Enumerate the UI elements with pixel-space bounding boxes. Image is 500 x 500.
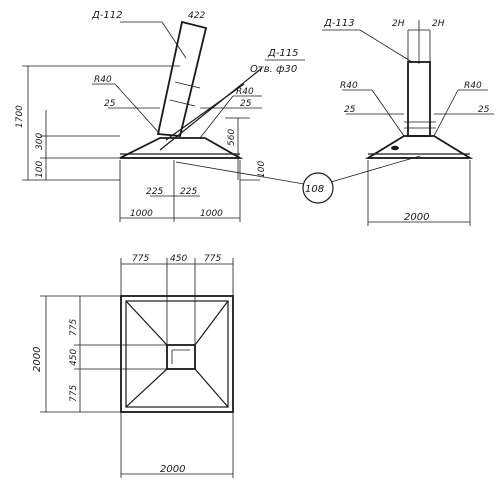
- label-plan-left-775-a: 775: [69, 319, 79, 336]
- label-plan-bottom-2000: 2000: [160, 464, 185, 475]
- post-band-line: [169, 99, 196, 107]
- label-plan-top-775-b: 775: [204, 254, 221, 264]
- label-plan-top-775-a: 775: [132, 254, 149, 264]
- label-1000-a: 1000: [130, 209, 153, 219]
- callout-circle: [302, 172, 334, 204]
- label-100-left: 100: [35, 161, 45, 178]
- plan-hip-line-4: [194, 368, 229, 408]
- plan-post-square: [166, 344, 196, 370]
- label-hole-note: Отв. ф30: [250, 64, 297, 75]
- side-weld-mark: [391, 145, 399, 151]
- label-d112: Д-112: [91, 10, 123, 21]
- front-view: Д-112 422 Д-115 Отв. ф30 R40 R40 25 25 1…: [15, 10, 305, 222]
- label-d113: Д-113: [323, 18, 355, 29]
- label-r40-left: R40: [94, 75, 112, 85]
- diagonal-leader: [159, 67, 263, 151]
- label-225-a: 225: [146, 187, 163, 197]
- brace-leader: [165, 83, 245, 141]
- label-side-2000: 2000: [404, 212, 429, 223]
- leader-side-r40-right: [433, 89, 459, 137]
- label-2h-a: 2Н: [392, 19, 405, 29]
- leader-r40-left: [114, 83, 161, 135]
- callout-group: 108: [175, 155, 421, 204]
- label-2h-b: 2Н: [432, 19, 445, 29]
- label-side-25-left: 25: [344, 105, 356, 115]
- label-560: 560: [227, 129, 237, 146]
- callout-number: 108: [305, 184, 324, 195]
- leader-d112: [161, 21, 187, 59]
- callout-leader-right: [330, 155, 421, 183]
- plan-hip-line-2: [194, 300, 229, 346]
- label-side-r40-left: R40: [340, 81, 358, 91]
- label-25-left: 25: [104, 99, 116, 109]
- front-footing-slab: [119, 137, 244, 159]
- label-1700: 1700: [15, 105, 25, 128]
- leader-r40-right: [199, 95, 234, 139]
- label-r40-right: R40: [236, 87, 254, 97]
- post-band-line-2: [174, 81, 201, 89]
- plan-hip-line-3: [125, 368, 168, 408]
- label-225-b: 225: [180, 187, 197, 197]
- plan-inner-square: [125, 300, 229, 408]
- label-25-right: 25: [240, 99, 252, 109]
- label-300: 300: [35, 133, 45, 150]
- label-plan-left-2000: 2000: [32, 347, 43, 372]
- side-view: Д-113 2Н 2Н R40 R40 25 25 2000: [322, 18, 494, 226]
- label-post-width: 422: [188, 11, 205, 21]
- label-side-25-right: 25: [478, 105, 490, 115]
- plan-hip-line-1: [125, 300, 168, 346]
- label-side-r40-right: R40: [464, 81, 482, 91]
- plan-view: 775 450 775 2000 775 450 775 2000: [32, 254, 234, 478]
- leader-side-r40-left: [371, 89, 405, 137]
- label-1000-b: 1000: [200, 209, 223, 219]
- label-d115: Д-115: [267, 48, 299, 59]
- callout-leader-left: [175, 161, 305, 185]
- label-plan-left-450: 450: [69, 349, 79, 366]
- label-100-right: 100: [257, 161, 267, 178]
- side-footing-slab: [364, 135, 474, 159]
- label-plan-left-775-b: 775: [69, 385, 79, 402]
- plan-outer-square: [120, 295, 234, 413]
- leader-d113: [359, 29, 413, 63]
- side-post: [407, 61, 431, 137]
- label-plan-top-450: 450: [170, 254, 187, 264]
